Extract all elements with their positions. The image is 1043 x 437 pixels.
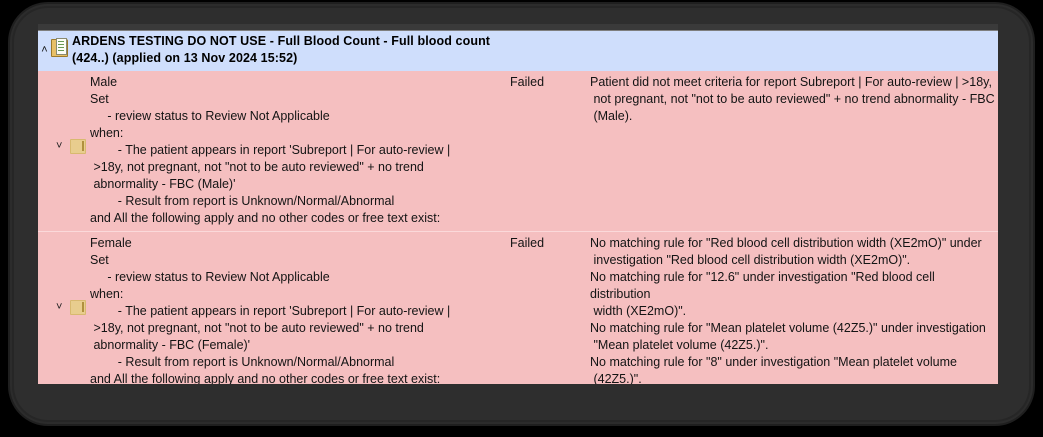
report-panel: ˄ ARDENS TESTING DO NOT USE - Full Blood… <box>38 24 998 384</box>
report-rows: ˅ Male Set - review status to Review Not… <box>38 71 998 384</box>
chevron-down-icon[interactable]: ˅ <box>56 140 63 152</box>
result-message: Patient did not meet criteria for report… <box>590 75 995 123</box>
device-frame: ˄ ARDENS TESTING DO NOT USE - Full Blood… <box>14 8 1029 420</box>
status-badge: Failed <box>510 236 545 250</box>
page-title: ARDENS TESTING DO NOT USE - Full Blood C… <box>72 34 491 65</box>
document-folder-icon <box>51 38 68 57</box>
report-header-row[interactable]: ˄ ARDENS TESTING DO NOT USE - Full Blood… <box>38 31 998 71</box>
row-gutter: ˅ <box>38 235 90 384</box>
chevron-down-icon[interactable]: ˅ <box>56 301 63 313</box>
panel-top-strip <box>38 24 998 31</box>
table-row[interactable]: ˅ Female Set - review status to Review N… <box>38 232 998 384</box>
row-gutter: ˅ <box>38 74 90 227</box>
status-badge: Failed <box>510 75 545 89</box>
rule-description: Female Set - review status to Review Not… <box>90 236 451 384</box>
yellow-tag-icon[interactable] <box>70 139 86 154</box>
yellow-tag-icon[interactable] <box>70 300 86 315</box>
rule-description: Male Set - review status to Review Not A… <box>90 75 451 225</box>
table-row[interactable]: ˅ Male Set - review status to Review Not… <box>38 71 998 232</box>
result-message: No matching rule for "Red blood cell dis… <box>590 236 986 384</box>
collapse-caret-icon[interactable]: ˄ <box>41 44 48 56</box>
